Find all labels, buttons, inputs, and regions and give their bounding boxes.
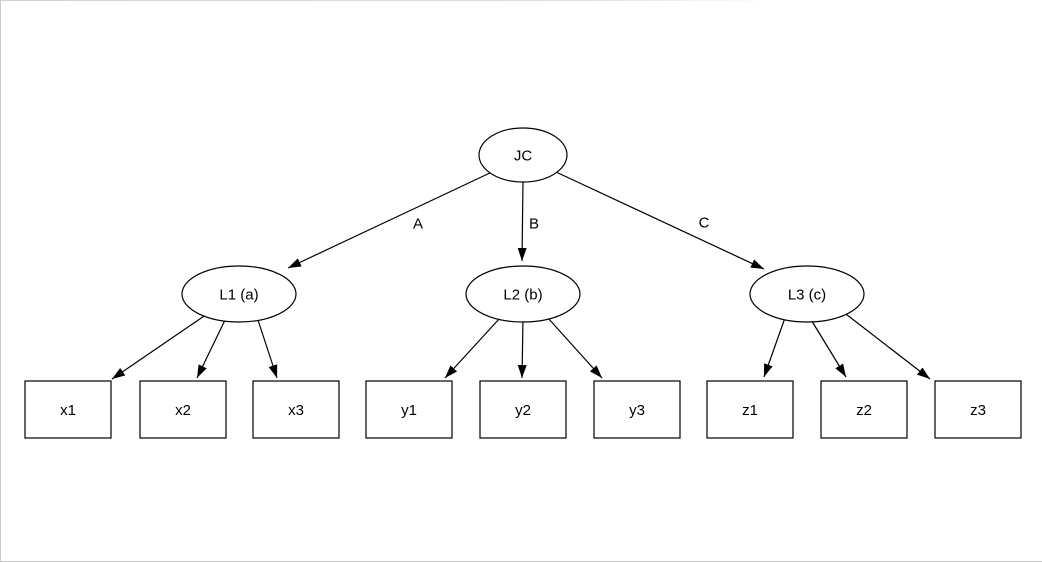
edge-L3-z2	[809, 317, 847, 378]
node-z2	[820, 380, 908, 439]
node-label-x1: x1	[60, 402, 76, 419]
node-x3	[252, 380, 340, 439]
edge-L3-z1	[763, 314, 787, 378]
node-y1	[365, 380, 453, 439]
edge-L1-x1	[111, 311, 211, 380]
node-z3	[934, 380, 1022, 439]
node-z1	[706, 380, 794, 439]
node-label-x3: x3	[288, 402, 304, 419]
node-L1	[181, 265, 297, 323]
node-L3	[749, 265, 865, 323]
edge-label-JC-L3: C	[699, 214, 710, 231]
node-label-y2: y2	[515, 402, 531, 419]
node-label-JC: JC	[514, 147, 533, 164]
node-label-y1: y1	[401, 402, 417, 419]
edge-L3-z3	[841, 310, 931, 380]
edge-label-JC-L2: B	[529, 215, 539, 232]
edge-L2-y2	[517, 317, 527, 379]
edge-label-JC-L1: A	[413, 215, 423, 232]
edge-L1-x2	[196, 317, 227, 379]
edge-JC-L3	[555, 171, 765, 270]
node-JC	[478, 127, 568, 183]
node-label-L1: L1 (a)	[219, 286, 258, 303]
node-y3	[593, 380, 681, 439]
edge-JC-L2	[517, 179, 527, 262]
node-y2	[479, 380, 567, 439]
node-label-y3: y3	[629, 402, 645, 419]
node-label-z2: z2	[856, 402, 872, 419]
node-label-x2: x2	[175, 402, 191, 419]
edge-L1-x3	[256, 316, 278, 379]
node-label-z3: z3	[970, 402, 986, 419]
node-x2	[139, 380, 227, 439]
edge-JC-L1	[287, 171, 493, 269]
node-label-L3: L3 (c)	[788, 286, 826, 303]
node-x1	[24, 380, 112, 439]
node-L2	[465, 265, 581, 323]
node-label-z1: z1	[742, 402, 758, 419]
edge-L2-y3	[547, 317, 603, 379]
edge-L2-y1	[444, 317, 501, 379]
node-label-L2: L2 (b)	[503, 286, 542, 303]
